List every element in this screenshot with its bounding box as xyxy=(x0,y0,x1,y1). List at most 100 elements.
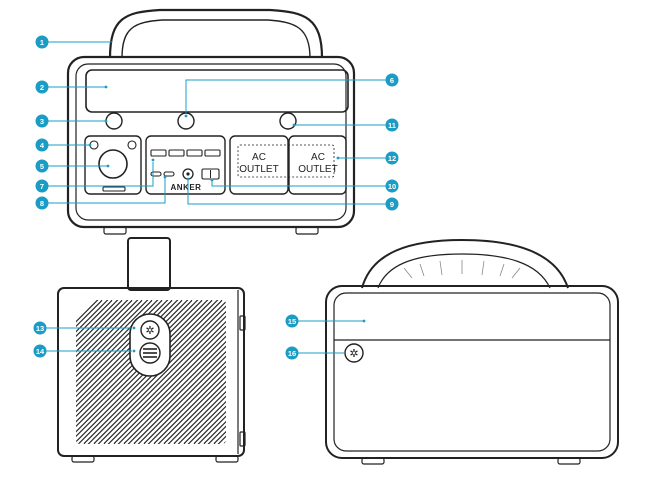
callout-3: 3 xyxy=(35,114,49,128)
vent-slot-inner xyxy=(76,300,132,444)
svg-text:10: 10 xyxy=(388,182,396,191)
back-foot-right xyxy=(557,457,581,465)
light-button[interactable] xyxy=(140,320,160,340)
svg-text:15: 15 xyxy=(288,317,296,326)
callout-7: 7 xyxy=(35,179,49,193)
front-foot-left xyxy=(103,226,127,235)
vent-slot-inner xyxy=(104,300,226,444)
back-foot-left xyxy=(361,457,385,465)
front-foot-right xyxy=(295,226,319,235)
svg-text:9: 9 xyxy=(390,200,394,209)
vent-slot-inner xyxy=(76,300,112,444)
callout-12: 12 xyxy=(385,151,399,165)
ac-outlet-right-line1: AC xyxy=(311,152,325,163)
svg-text:2: 2 xyxy=(40,83,44,92)
front-body xyxy=(66,55,356,229)
power-panel xyxy=(84,135,142,195)
vent-slot-inner xyxy=(194,300,226,444)
vent-slot-inner xyxy=(76,300,122,444)
svg-text:11: 11 xyxy=(388,121,396,130)
callout-4: 4 xyxy=(35,138,49,152)
callout-13: 13 xyxy=(33,321,47,335)
vent-slot xyxy=(246,300,390,444)
vent-slot-inner xyxy=(246,300,390,444)
callout-badges: 1 2 3 4 5 6 7 8 9 10 11 12 13 14 15 16 xyxy=(33,35,399,360)
ac-outlet-right-line2: OUTLET xyxy=(298,164,337,175)
back-view: ✲ xyxy=(325,238,619,465)
dc-output-ports[interactable] xyxy=(201,168,220,180)
svg-text:1: 1 xyxy=(40,38,44,47)
usb-c-port[interactable] xyxy=(150,171,162,177)
callout-1: 1 xyxy=(35,35,49,49)
cooling-fan xyxy=(344,343,364,363)
vent-slot-inner xyxy=(134,300,226,444)
back-body xyxy=(325,285,619,459)
svg-text:3: 3 xyxy=(40,117,44,126)
side-handle xyxy=(127,237,171,291)
callout-9: 9 xyxy=(385,197,399,211)
callout-6: 6 xyxy=(385,73,399,87)
usb-c-port[interactable] xyxy=(163,171,175,177)
callout-16: 16 xyxy=(285,346,299,360)
usb-a-port[interactable] xyxy=(150,149,167,157)
usb-c-ports xyxy=(150,171,175,177)
usb-a-port[interactable] xyxy=(204,149,221,157)
ac-outlet-panel-right xyxy=(288,135,347,195)
vent-slot xyxy=(236,300,380,444)
ac-outlet-panel-left xyxy=(229,135,289,195)
vent-slot-inner xyxy=(236,300,380,444)
usb-a-port[interactable] xyxy=(186,149,203,157)
side-port-plate xyxy=(129,313,171,377)
usb-panel xyxy=(145,135,226,195)
svg-text:12: 12 xyxy=(388,154,396,163)
usb-a-port[interactable] xyxy=(168,149,185,157)
svg-text:4: 4 xyxy=(40,141,45,150)
callout-10: 10 xyxy=(385,179,399,193)
lcd-display xyxy=(85,69,349,113)
side-body xyxy=(57,287,245,457)
vent-slot-inner xyxy=(114,300,226,444)
vent-slot-inner xyxy=(144,300,226,444)
vent-slot-inner xyxy=(154,300,226,444)
vent-slot-inner xyxy=(76,300,152,444)
back-handle xyxy=(361,238,569,289)
vent-slot xyxy=(76,300,113,444)
svg-text:5: 5 xyxy=(40,162,44,171)
vent-slot-inner xyxy=(94,300,226,444)
side-foot-left xyxy=(71,455,95,463)
svg-text:6: 6 xyxy=(390,76,394,85)
brand-logo: ANKER xyxy=(171,183,202,192)
main-power-button[interactable] xyxy=(98,149,128,179)
vent-slot-inner xyxy=(174,300,226,444)
ac-outlet-left-line1: AC xyxy=(252,152,266,163)
vent-slot-inner xyxy=(76,300,142,444)
svg-text:16: 16 xyxy=(288,349,296,358)
svg-text:8: 8 xyxy=(40,199,44,208)
indicator-light-right xyxy=(127,140,137,150)
callout-14: 14 xyxy=(33,344,47,358)
vent-slot-inner xyxy=(164,300,226,444)
vent-slot xyxy=(76,300,123,444)
side-vent-grille xyxy=(76,300,390,444)
svg-text:13: 13 xyxy=(36,324,44,333)
front-view: ANKER AC OUTLET AC OUTLET xyxy=(66,8,356,235)
display-button[interactable] xyxy=(105,112,123,130)
svg-text:7: 7 xyxy=(40,182,44,191)
ac-power-button[interactable] xyxy=(279,112,297,130)
side-view: ✲ xyxy=(57,237,390,463)
callout-11: 11 xyxy=(385,118,399,132)
vent-slot-inner xyxy=(124,300,226,444)
ac-input-port[interactable] xyxy=(139,342,161,364)
callout-leaders xyxy=(46,41,386,354)
sun-icon: ✲ xyxy=(145,324,154,337)
front-handle xyxy=(108,8,324,59)
vent-slot-inner xyxy=(204,300,226,444)
svg-text:14: 14 xyxy=(36,347,45,356)
side-foot-right xyxy=(215,455,239,463)
fan-icon: ✲ xyxy=(349,347,358,360)
callout-2: 2 xyxy=(35,80,49,94)
callout-15: 15 xyxy=(285,314,299,328)
vent-slot-inner xyxy=(76,300,202,444)
vent-slot-inner xyxy=(184,300,226,444)
